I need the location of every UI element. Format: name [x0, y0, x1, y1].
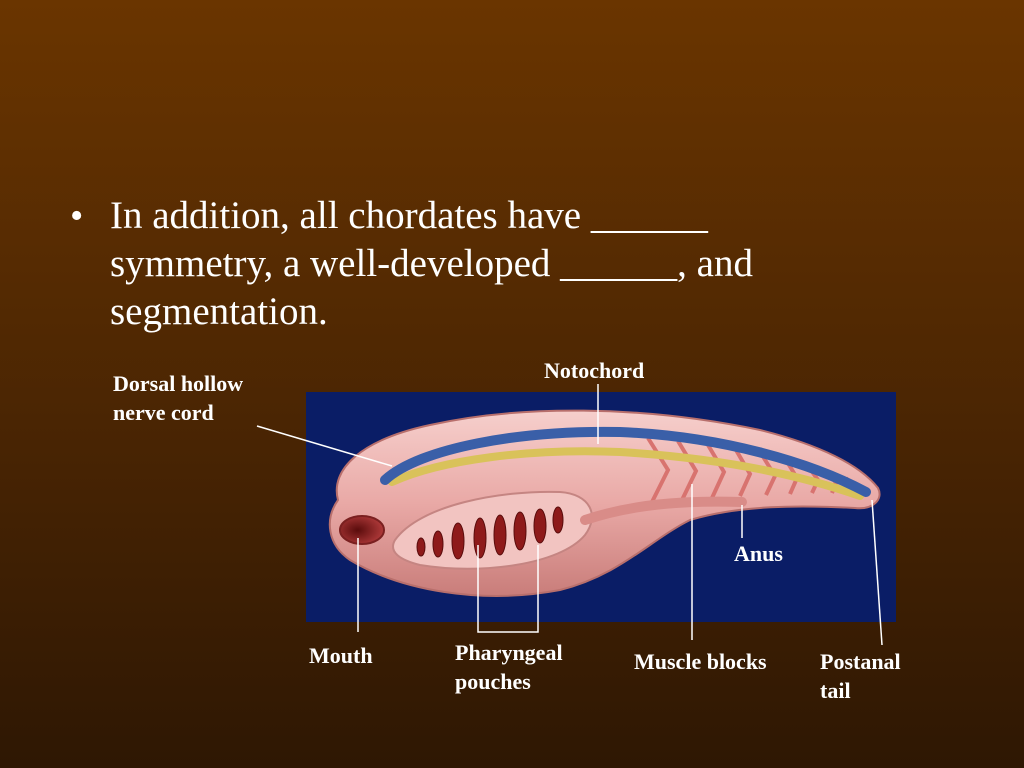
label-muscle-blocks: Muscle blocks: [634, 649, 767, 674]
animal-body: [329, 409, 881, 597]
notochord: [388, 447, 864, 500]
label-dorsal-nerve-cord: Dorsal hollow nerve cord: [113, 371, 244, 425]
mouth-opening: [339, 515, 385, 545]
dorsal-nerve-cord: [380, 426, 871, 497]
bullet-symbol: •: [70, 195, 84, 237]
label-pharyngeal-pouches: Pharyngeal pouches: [455, 640, 563, 694]
pharyngeal-gill-slits: [416, 506, 564, 560]
gut-tube: [580, 496, 747, 525]
bullet-text: In addition, all chordates have ______ s…: [110, 194, 753, 333]
leader-lines: [256, 384, 883, 646]
label-mouth: Mouth: [309, 643, 373, 668]
label-anus: Anus: [734, 541, 783, 566]
label-postanal-tail: Postanal tail: [820, 649, 901, 703]
label-notochord: Notochord: [544, 358, 645, 383]
